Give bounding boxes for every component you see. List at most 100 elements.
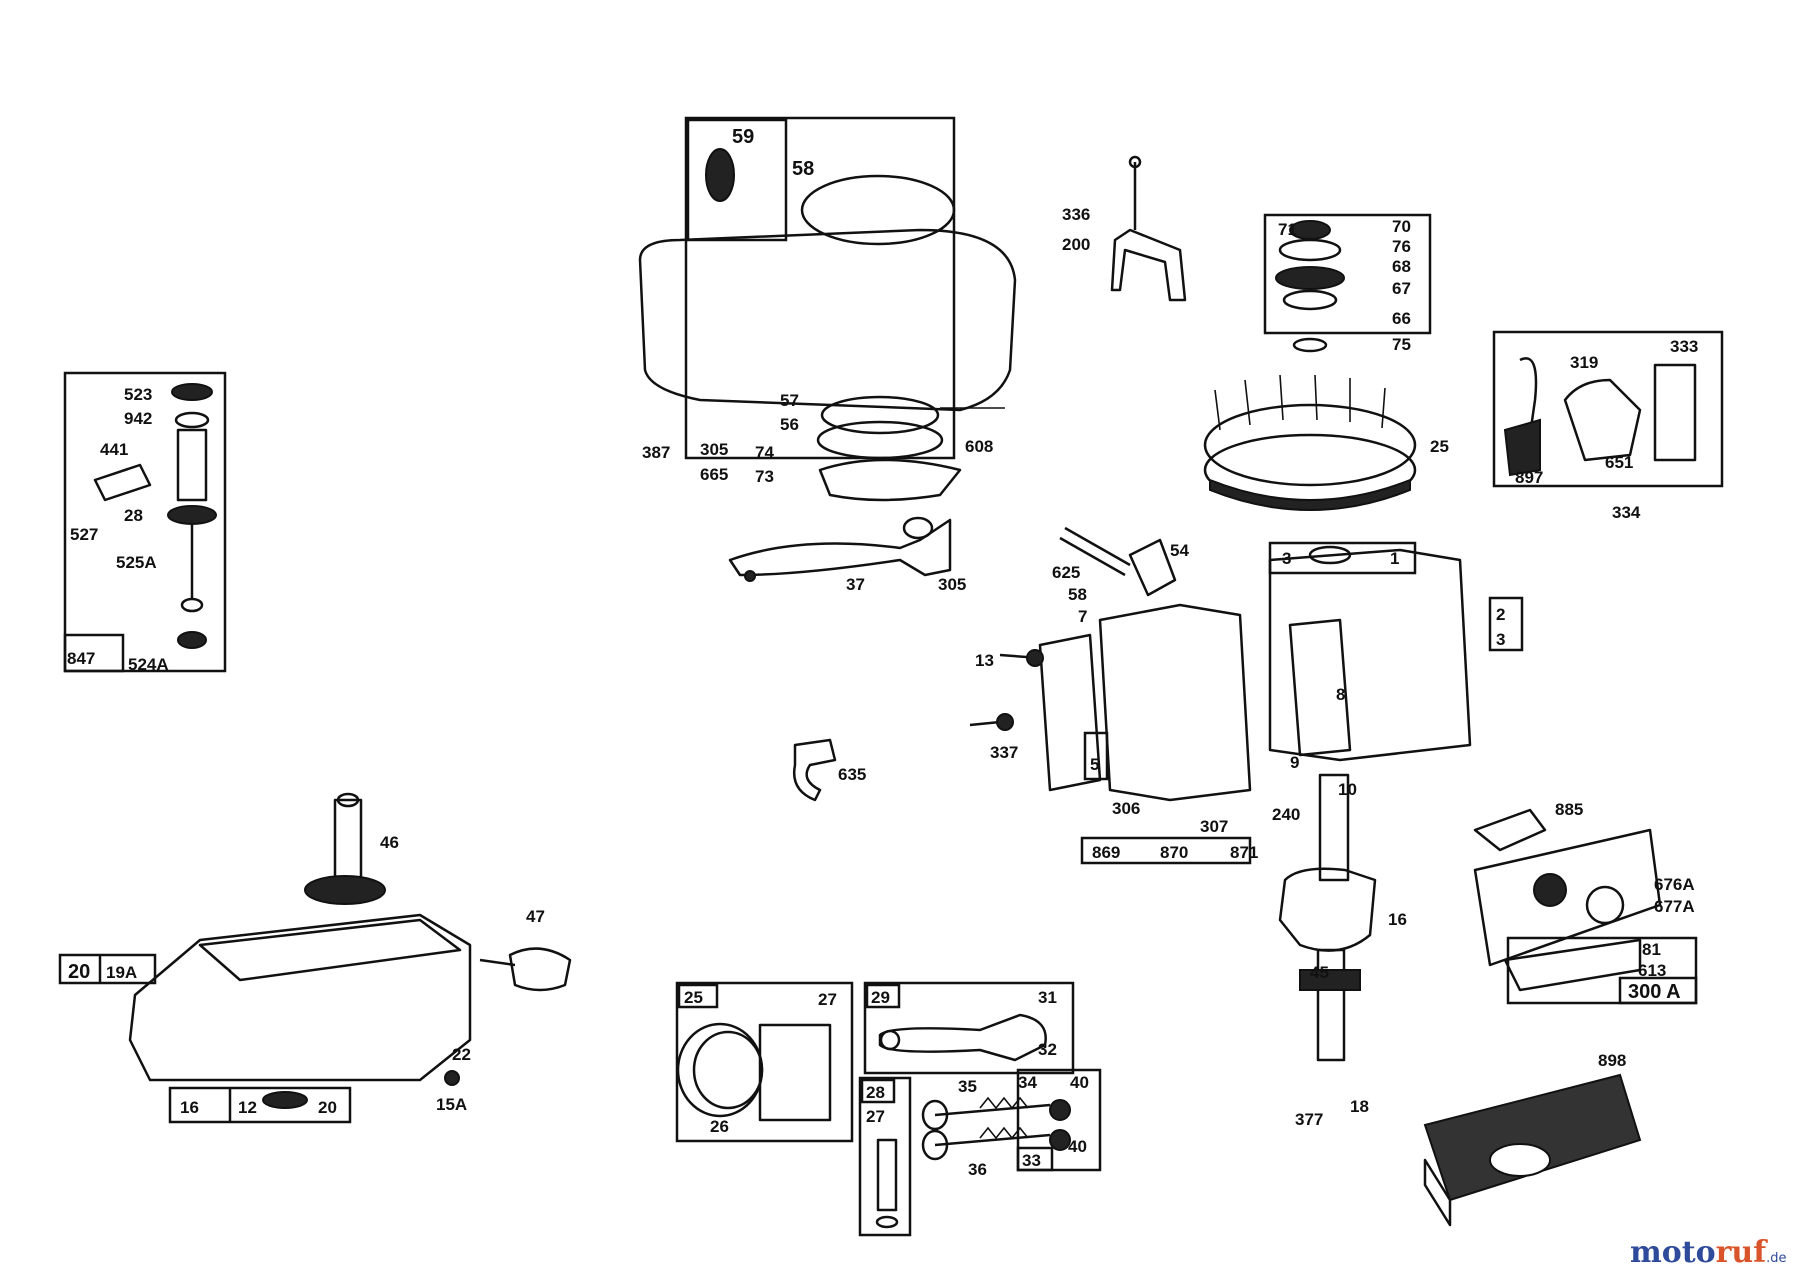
carburetor-plate	[1473, 828, 1662, 967]
blower-housing-group	[638, 116, 1017, 502]
armature-group	[1492, 330, 1724, 488]
part-label: 3	[1496, 630, 1505, 649]
flywheel	[1203, 403, 1417, 487]
part-label: 56	[780, 415, 799, 434]
part-label: 37	[846, 575, 865, 594]
dipstick-tube	[176, 428, 208, 502]
part-label: 524A	[128, 655, 169, 674]
part-label: 32	[1038, 1040, 1057, 1059]
crankshaft-shaft	[1318, 773, 1350, 882]
governor-gear	[304, 875, 386, 905]
starter-pulley	[705, 148, 735, 202]
starter-cup	[818, 458, 962, 502]
part-label: 45	[1310, 963, 1329, 982]
part-label: 81	[1642, 940, 1661, 959]
part-label: 75	[1392, 335, 1411, 354]
part-label: 300 A	[1628, 981, 1681, 1003]
part-label: 942	[124, 409, 152, 428]
part-label: 319	[1570, 353, 1598, 372]
part-label: 305	[938, 575, 966, 594]
watermark-part1: moto	[1630, 1235, 1716, 1270]
part-label: 36	[968, 1160, 987, 1179]
part-label: 8	[1336, 685, 1345, 704]
piston-rings	[676, 1022, 764, 1118]
part-label: 307	[1200, 817, 1228, 836]
part-label: 651	[1605, 453, 1633, 472]
flywheel-nut-frame	[1263, 213, 1432, 335]
part-label: 871	[1230, 843, 1258, 862]
part-label: 16	[180, 1098, 199, 1117]
gasket-set-frame	[1080, 836, 1252, 865]
part-labels: 59 58 336 200 71 70 76 68 67 66 75 523 9…	[67, 126, 1698, 1179]
part-label: 2	[1496, 605, 1505, 624]
crankshaft-pto	[1316, 948, 1346, 1062]
piston-pin	[876, 1138, 898, 1212]
part-label: 377	[1295, 1110, 1323, 1129]
breather-tube	[1064, 526, 1131, 567]
part-label: 35	[958, 1077, 977, 1096]
part-label: 677A	[1654, 897, 1695, 916]
primer-bulb	[1533, 873, 1567, 907]
part-label: 16	[1388, 910, 1407, 929]
starter-spring	[820, 395, 940, 435]
part-label: 29	[871, 988, 890, 1007]
part-label: 334	[1612, 503, 1641, 522]
blower-housing-frame	[684, 116, 956, 460]
part-label: 33	[1022, 1151, 1041, 1170]
intake-elbow	[792, 738, 837, 802]
part-label: 27	[866, 1107, 885, 1126]
dipstick-frame	[63, 371, 227, 673]
blower-housing-shell	[638, 228, 1017, 412]
part-label: 19A	[106, 963, 137, 982]
ignition-armature	[1563, 378, 1642, 462]
part-label: 40	[1070, 1073, 1089, 1092]
cylinder-block	[1098, 603, 1252, 802]
part-label: 7	[1078, 607, 1087, 626]
part-label: 333	[1670, 337, 1698, 356]
part-label: 12	[238, 1098, 257, 1117]
part-label: 28	[124, 506, 143, 525]
watermark-part3: .de	[1766, 1251, 1786, 1266]
muffler-plate-group	[1473, 808, 1698, 1005]
piston-pin-group	[858, 1076, 912, 1237]
exhaust-valve	[934, 1133, 1051, 1147]
part-label: 26	[710, 1117, 729, 1136]
part-label: 898	[1598, 1051, 1626, 1070]
part-label: 337	[990, 743, 1018, 762]
sump-group	[58, 792, 572, 1124]
piston-frame	[675, 981, 854, 1143]
svg-text:motoruf.de: motoruf.de	[1630, 1235, 1787, 1270]
control-bracket	[1110, 228, 1187, 302]
part-label: 22	[452, 1045, 471, 1064]
part-label: 27	[818, 990, 837, 1009]
part-label: 240	[1272, 805, 1300, 824]
part-label: 58	[1068, 585, 1087, 604]
part-label: 665	[700, 465, 728, 484]
ignition-wire	[1519, 357, 1538, 471]
part-label: 885	[1555, 800, 1583, 819]
part-label: 47	[526, 907, 545, 926]
starter-inset-box	[686, 118, 788, 242]
part-label: 13	[975, 651, 994, 670]
part-label: 870	[1160, 843, 1188, 862]
stop-switch	[1653, 363, 1697, 462]
piston	[758, 1023, 832, 1122]
part-label: 74	[755, 443, 774, 462]
part-label: 608	[965, 437, 993, 456]
part-label: 15A	[436, 1095, 467, 1114]
timing-gear	[1299, 969, 1361, 991]
governor-shaft	[333, 798, 363, 882]
valves-group	[921, 1068, 1102, 1172]
bracket-group	[1110, 155, 1187, 302]
piston-pin-frame	[858, 1076, 912, 1237]
part-label: 67	[1392, 279, 1411, 298]
part-label: 46	[380, 833, 399, 852]
crankcase	[1268, 548, 1472, 762]
part-label: 5	[1090, 755, 1099, 774]
air-guide	[728, 518, 952, 577]
part-label: 18	[1350, 1097, 1369, 1116]
part-label: 869	[1092, 843, 1120, 862]
part-label: 200	[1062, 235, 1090, 254]
part-label: 59	[732, 126, 754, 148]
